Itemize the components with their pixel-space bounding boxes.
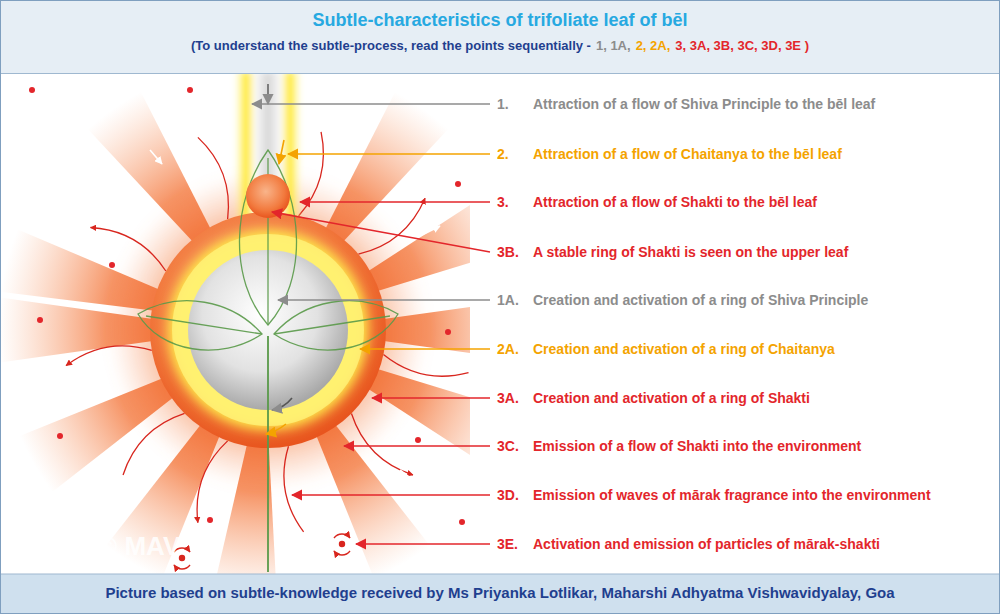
callout-number: 2A. bbox=[497, 341, 519, 357]
callout-number: 3A. bbox=[497, 390, 519, 406]
fragrance-wave bbox=[351, 413, 413, 475]
callout-text: Attraction of a flow of Chaitanya to the… bbox=[533, 146, 842, 162]
callout-text: Creation and activation of a ring of Cha… bbox=[533, 341, 835, 357]
fragrance-wave bbox=[299, 132, 324, 216]
callout-number: 3C. bbox=[497, 438, 519, 454]
picture-caption: Picture based on subtle-knowledge receiv… bbox=[0, 584, 1000, 601]
fragrance-wave bbox=[383, 355, 468, 377]
reading-order-note: 1, 1A, bbox=[596, 39, 631, 54]
callout-text: Emission of a flow of Shakti into the en… bbox=[533, 438, 861, 454]
reading-order-note: (To understand the subtle-process, read … bbox=[191, 39, 591, 54]
subtitle-row: (To understand the subtle-process, read … bbox=[0, 39, 1000, 54]
callout-number: 3E. bbox=[497, 536, 518, 552]
callout-number: 1A. bbox=[497, 292, 519, 308]
fragrance-wave bbox=[123, 413, 185, 475]
fragrance-wave bbox=[358, 198, 425, 254]
callout-number: 3D. bbox=[497, 487, 519, 503]
fragrance-wave bbox=[284, 446, 304, 532]
callout-number: 3B. bbox=[497, 244, 519, 260]
callout-text: A stable ring of Shakti is seen on the u… bbox=[533, 244, 848, 260]
reading-order-note: 3, 3A, 3B, 3C, 3D, 3E ) bbox=[675, 39, 809, 54]
callout-text: Activation and emission of particles of … bbox=[533, 536, 880, 552]
callout-text: Attraction of a flow of Shiva Principle … bbox=[533, 96, 875, 112]
callout-number: 2. bbox=[497, 146, 509, 162]
diagram-title: Subtle-characteristics of trifoliate lea… bbox=[0, 10, 1000, 31]
watermark: © MAV bbox=[98, 532, 180, 562]
fragrance-wave bbox=[66, 346, 152, 366]
callout-text: Attraction of a flow of Shakti to the bē… bbox=[533, 194, 817, 210]
callout-number: 3. bbox=[497, 194, 509, 210]
callout-number: 1. bbox=[497, 96, 509, 112]
callout-text: Creation and activation of a ring of Sha… bbox=[533, 390, 810, 406]
fragrance-wave bbox=[197, 441, 228, 523]
reading-order-note: 2, 2A, bbox=[636, 39, 671, 54]
callout-text: Creation and activation of a ring of Shi… bbox=[533, 292, 868, 308]
callout-text: Emission of waves of mārak fragrance int… bbox=[533, 487, 931, 503]
fragrance-wave bbox=[198, 137, 229, 219]
fragrance-wave bbox=[90, 228, 165, 272]
